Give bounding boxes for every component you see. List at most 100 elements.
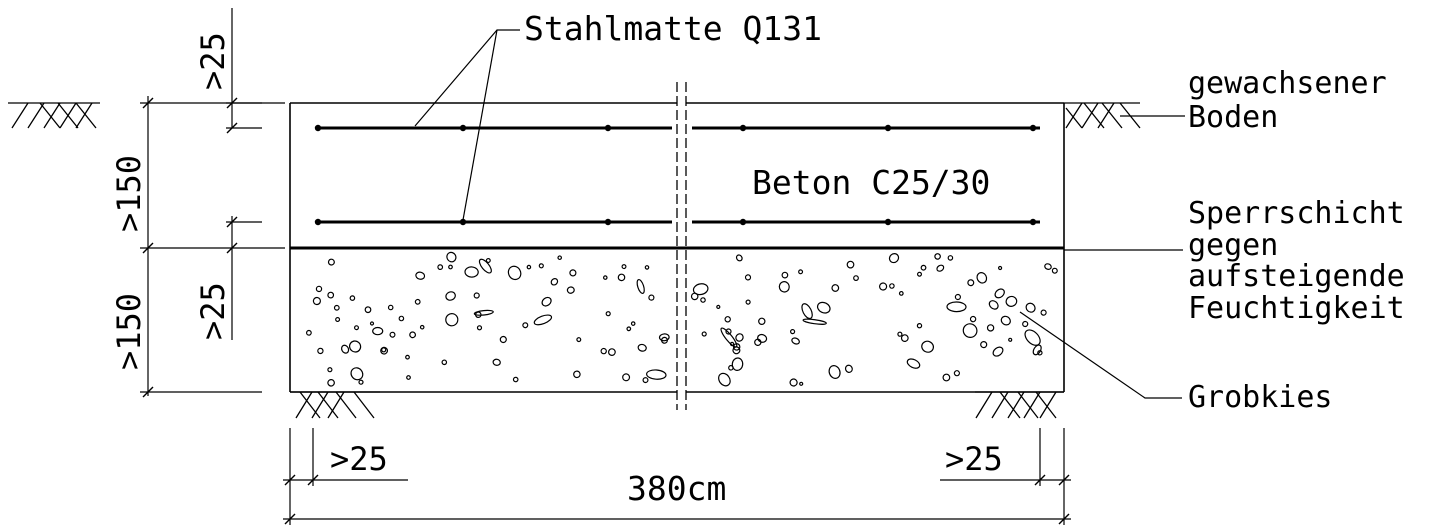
gravel-stone [478,258,492,274]
gravel-stone [878,282,888,291]
gravel-stone [953,370,961,377]
gravel-stone [507,265,522,281]
dim-total-width: 380cm [627,469,726,508]
gravel-stone [405,354,410,360]
gravel-stone [897,331,903,337]
gravel-stone [802,318,827,325]
gravel-stone [798,269,804,275]
gravel-stone [522,322,529,329]
rebar-cross-bars [314,124,1037,226]
gravel-stone [1025,302,1036,313]
gravel-stone [754,338,762,347]
gravel-stone [1005,295,1018,307]
gravel-stone [718,372,731,387]
gravel-stone [473,309,494,316]
gravel-stone [660,336,668,344]
gravel-stone [354,325,360,331]
gravel-stone [406,375,411,380]
gravel-stone [305,329,312,336]
gravel-stone [980,341,988,349]
gravel-stone [1008,337,1013,342]
gravel-stone [898,291,904,296]
gravel-stone [327,367,333,373]
gravel-stone [648,294,655,301]
gravel-stone [617,273,626,282]
gravel-stone [888,253,900,264]
gravel-stone [464,266,479,278]
gravel-stone [853,275,859,282]
gravel-stone [569,269,577,277]
ground-hatch-bottom-left [290,391,380,419]
gravel-stone [637,343,647,352]
gravel-stone [778,281,790,293]
gravel-stone [350,367,364,381]
gravel-stone [791,337,800,345]
gravel-stone [728,364,734,371]
gravel-stone [341,344,350,354]
gravel-stone [538,263,544,269]
gravel-stone [831,284,840,292]
gravel-stone [700,297,706,303]
gravel-stone [573,370,581,379]
gravel-stone [557,255,563,260]
gravel-stone [962,323,978,338]
gravel-stone [317,347,324,355]
barrier-label-line1: Sperrschicht [1188,196,1405,231]
gravel-stone [381,347,387,353]
gravel-stone [446,251,457,263]
gravel-stone [988,300,999,310]
dim-gravel-thickness: >150 [110,293,148,370]
gravel-stone [789,378,798,387]
gravel-stone [1024,329,1041,346]
gravel-stone [801,303,813,320]
gravel-stone [916,323,923,329]
gravel-stone [533,314,553,326]
gravel-stone [997,265,1003,271]
gravel-stone [781,271,789,279]
gravel-stone [976,272,988,284]
gravel-stone [942,373,951,382]
gravel-stone [936,264,945,272]
gravel-stone [732,346,741,355]
gravel-stone [947,255,954,261]
ground-label-line2: Boden [1188,100,1278,135]
gravel-stone [335,316,341,322]
gravel-stone [389,331,396,338]
dim-bottom-cover: >25 [194,282,232,340]
gravel-stone [636,278,645,295]
gravel-stone [646,369,667,380]
gravel-stone [716,304,721,309]
gravel-stone [986,324,995,332]
gravel-stone [789,329,796,335]
gravel-stone [419,324,425,330]
gravel-stone [906,358,921,369]
gravel-stone [369,321,375,326]
gravel-stone [437,264,444,270]
gravel-stone [745,299,751,305]
gravel-stone [315,285,323,293]
gravel-stone [621,264,627,270]
gravel-stone [327,378,335,387]
gravel-stone [799,381,804,386]
gravel-stone [608,348,616,357]
dim-left-edge-cover: >25 [330,440,388,478]
gravel-stone [605,311,611,317]
gravel-stone [414,298,421,305]
gravel-stone [409,331,416,339]
gravel-stone [846,260,855,269]
gravel-stone [844,364,853,373]
gravel-stone [735,333,744,342]
gravel-stone [441,359,448,366]
gravel-stone [744,274,752,281]
gravel-stone [327,291,335,299]
gravel-stone [692,283,709,296]
gravel-stone [476,325,483,331]
gravel-stone [701,331,707,337]
gravel-stone [622,373,631,382]
gravel-stone [626,326,632,332]
gravel-stone [642,377,649,384]
gravel-stone [644,265,650,270]
gravel-stone [485,258,491,264]
gravel-stone [731,357,744,371]
gravel-stone [994,288,1005,299]
